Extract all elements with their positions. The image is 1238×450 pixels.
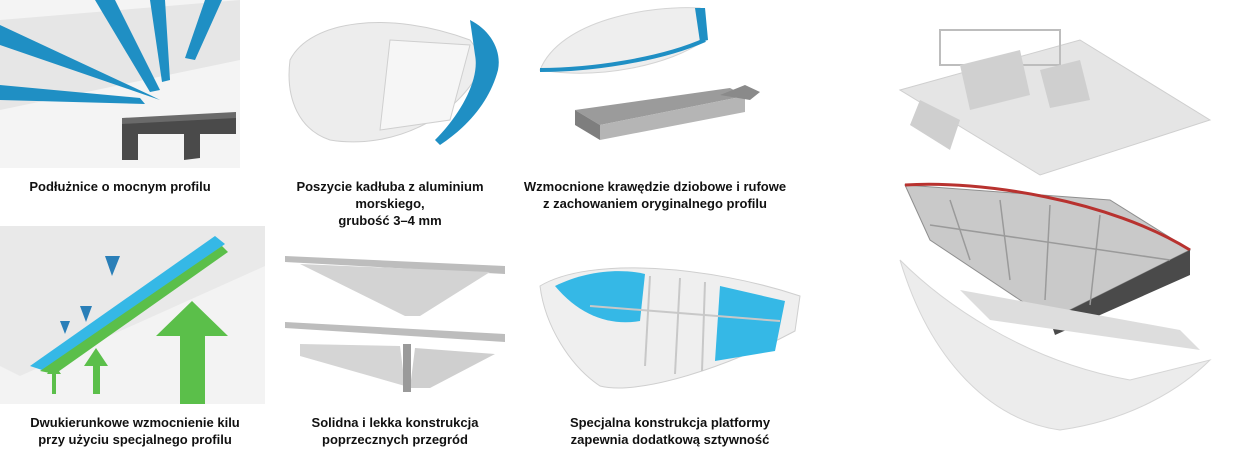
bulkheads-caption: Solidna i lekka konstrukcja poprzecznych… [311, 415, 479, 447]
bulkheads-illustration [280, 236, 510, 406]
hull-plating-illustration [270, 0, 510, 168]
panel-hull-plating: Poszycie kadłuba z aluminium morskiego, … [270, 0, 510, 240]
panel-stringers: Podłużnice o mocnym profilu [0, 0, 240, 220]
exploded-boat-illustration [880, 0, 1238, 450]
stringers-illustration [0, 0, 240, 168]
panel-keel: Dwukierunkowe wzmocnienie kilu przy użyc… [0, 226, 270, 450]
keel-illustration [0, 226, 265, 404]
edges-illustration [530, 0, 780, 168]
panel-platform: Specjalna konstrukcja platformy zapewnia… [520, 226, 820, 450]
edges-caption: Wzmocnione krawędzie dziobowe i rufowe z… [523, 179, 787, 211]
hull-plating-caption: Poszycie kadłuba z aluminium morskiego, … [296, 179, 484, 228]
panel-edges: Wzmocnione krawędzie dziobowe i rufowe z… [510, 0, 800, 220]
keel-caption: Dwukierunkowe wzmocnienie kilu przy użyc… [30, 415, 240, 447]
platform-illustration [530, 246, 810, 406]
platform-caption: Specjalna konstrukcja platformy zapewnia… [569, 415, 771, 447]
panel-bulkheads: Solidna i lekka konstrukcja poprzecznych… [280, 226, 510, 450]
stringers-caption: Podłużnice o mocnym profilu [29, 179, 211, 194]
